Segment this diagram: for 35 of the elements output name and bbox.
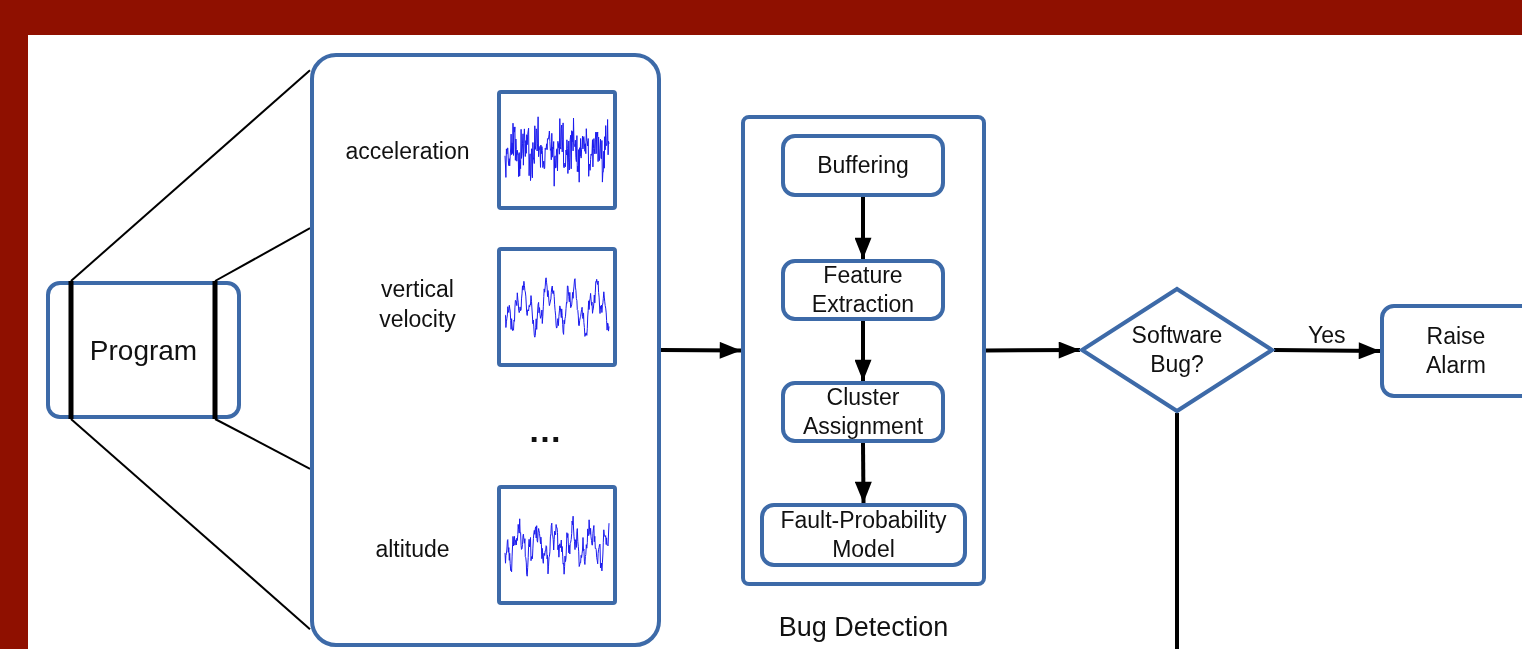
signal-label: acceleration [344, 137, 471, 166]
process-box [1380, 304, 1522, 398]
waveform-plot [497, 247, 617, 367]
node-label: Fault-Probability Model [779, 506, 948, 564]
arrow [854, 443, 872, 503]
arrow [854, 197, 872, 259]
waveform-plot [497, 90, 617, 210]
zoom-line [69, 69, 311, 282]
ellipsis-label: … [527, 415, 563, 445]
waveform-plot [497, 485, 617, 605]
arrow [854, 321, 872, 381]
arrow [1273, 342, 1381, 360]
process-box [781, 134, 945, 197]
process-box [46, 281, 241, 419]
arrow [661, 341, 741, 359]
node-label: Program [89, 335, 198, 365]
node-label: Buffering [817, 151, 909, 180]
process-box [760, 503, 967, 567]
process-box [781, 259, 945, 321]
zoom-line [214, 227, 311, 282]
process-box [781, 381, 945, 443]
node-label: Software Bug? [1130, 321, 1224, 379]
group-box [741, 115, 986, 586]
node-label: Raise Alarm [1424, 322, 1488, 380]
signal-label: vertical velocity [378, 275, 457, 334]
group-heading: Bug Detection [777, 612, 950, 642]
signal-panel [310, 53, 661, 647]
decision-diamond [1080, 287, 1274, 413]
arrow [986, 341, 1080, 359]
zoom-line [69, 418, 311, 631]
node-label: Cluster Assignment [801, 383, 925, 441]
signal-label: altitude [374, 535, 451, 564]
zoom-line [214, 418, 311, 470]
node-label: Feature Extraction [810, 261, 916, 319]
connector-line [1175, 413, 1179, 649]
